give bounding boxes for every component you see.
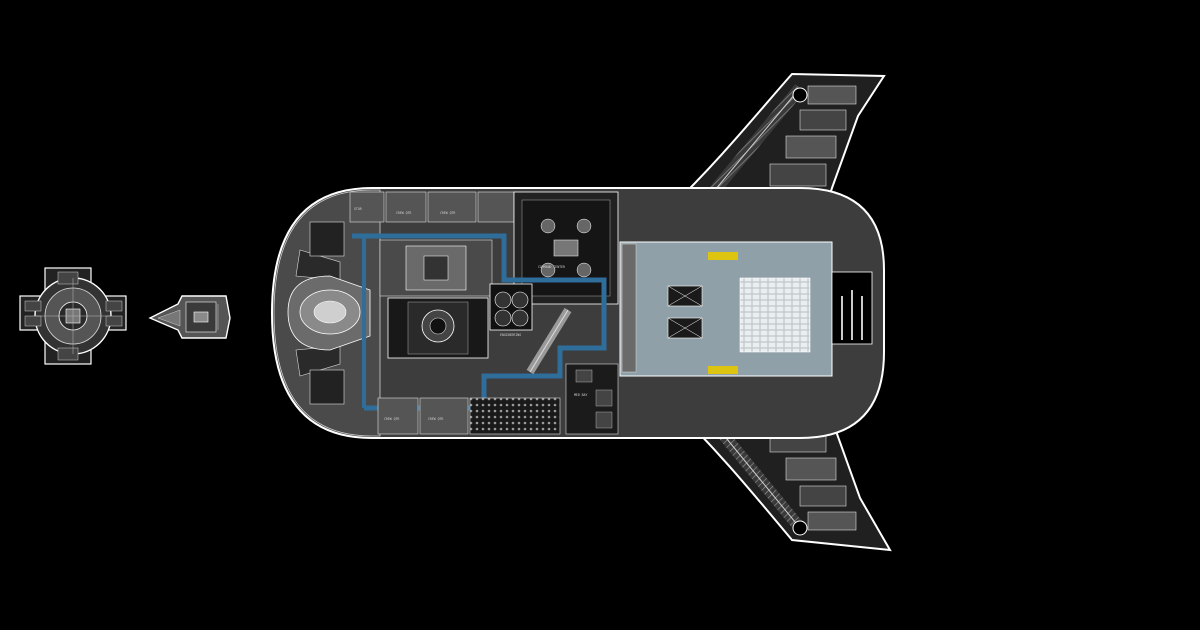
crew-hub [379, 239, 493, 297]
hangar-bay [619, 241, 873, 377]
command-center [513, 191, 619, 305]
room-label: CREW QTR [428, 417, 443, 421]
room-label: MED BAY [574, 393, 588, 397]
aft-section [273, 189, 381, 437]
lower-room-row [377, 363, 619, 435]
room-label: STOR [354, 207, 362, 211]
shuttle-plan [148, 295, 231, 339]
room-label: CREW QTR [384, 417, 399, 421]
main-corridor [352, 233, 607, 411]
upper-room-row [349, 191, 515, 223]
room-label: CREW QTR [396, 211, 411, 215]
room-labels: CREW QTR CREW QTR COMMAND CENTER ENGINEE… [354, 207, 588, 421]
room-label: CREW QTR [440, 211, 455, 215]
room-label: ENGINEERING [500, 333, 521, 337]
main-ship-plan: CREW QTR CREW QTR COMMAND CENTER ENGINEE… [270, 72, 892, 552]
room-label: COMMAND CENTER [538, 265, 565, 269]
engineering-core [387, 283, 572, 375]
station-module-plan [19, 267, 127, 365]
